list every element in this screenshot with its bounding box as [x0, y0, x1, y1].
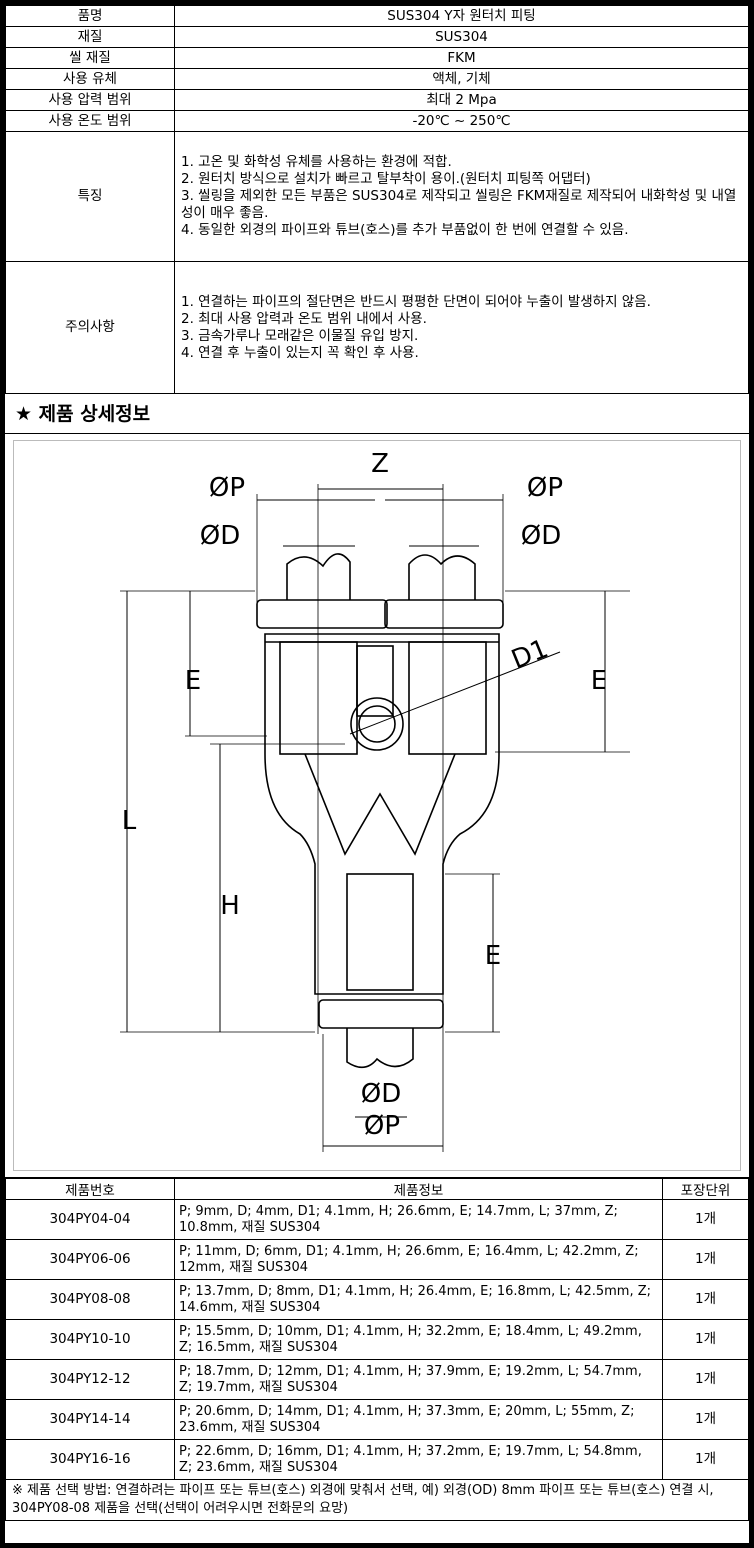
table-row: 304PY16-16 P; 22.6mm, D; 16mm, D1; 4.1mm…	[5, 1439, 749, 1480]
spec-value: FKM	[174, 47, 749, 69]
spec-row-pressure: 사용 압력 범위 최대 2 Mpa	[5, 89, 749, 111]
dim-e-bottom-label: E	[485, 941, 501, 971]
bottom-tube-stub	[346, 1028, 414, 1069]
dim-h-label: H	[220, 891, 240, 921]
dim-d1-label: D1	[507, 634, 552, 676]
table-row: 304PY06-06 P; 11mm, D; 6mm, D1; 4.1mm, H…	[5, 1239, 749, 1280]
spec-label: 주의사항	[5, 261, 175, 394]
header-code: 제품번호	[5, 1178, 175, 1200]
product-code: 304PY08-08	[5, 1279, 175, 1320]
table-row: 304PY10-10 P; 15.5mm, D; 10mm, D1; 4.1mm…	[5, 1319, 749, 1360]
center-hole	[350, 697, 404, 751]
spec-row-features: 특징 1. 고온 및 화학성 유체를 사용하는 환경에 적합. 2. 원터치 방…	[5, 131, 749, 262]
product-info: P; 13.7mm, D; 8mm, D1; 4.1mm, H; 26.4mm,…	[174, 1279, 663, 1320]
product-unit: 1개	[662, 1399, 749, 1440]
product-unit: 1개	[662, 1439, 749, 1480]
product-code: 304PY16-16	[5, 1439, 175, 1480]
product-info: P; 11mm, D; 6mm, D1; 4.1mm, H; 26.6mm, E…	[174, 1239, 663, 1280]
dimension-diagram: Z ØP ØP ØD ØD E E L H E D1 ØD ØP	[5, 434, 749, 1178]
spec-label: 사용 유체	[5, 68, 175, 90]
spec-value: SUS304	[174, 26, 749, 48]
spec-value: -20℃ ~ 250℃	[174, 110, 749, 132]
spec-value: SUS304 Y자 원터치 피팅	[174, 5, 749, 27]
dim-d-right-label: ØD	[521, 521, 562, 551]
spec-row-temperature: 사용 온도 범위 -20℃ ~ 250℃	[5, 110, 749, 132]
product-table-header: 제품번호 제품정보 포장단위	[5, 1178, 749, 1200]
dim-p-right-label: ØP	[527, 473, 563, 503]
spec-value: 액체, 기체	[174, 68, 749, 90]
spec-label: 재질	[5, 26, 175, 48]
y-fitting-drawing: Z ØP ØP ØD ØD E E L H E D1 ØD ØP	[120, 449, 630, 1152]
feature-item: 2. 원터치 방식으로 설치가 빠르고 탈부착이 용이.(원터치 피팅쪽 어댑터…	[181, 171, 591, 187]
spec-label: 씰 재질	[5, 47, 175, 69]
table-row: 304PY08-08 P; 13.7mm, D; 8mm, D1; 4.1mm,…	[5, 1279, 749, 1320]
right-port-nut	[384, 599, 504, 629]
product-info: P; 18.7mm, D; 12mm, D1; 4.1mm, H; 37.9mm…	[174, 1359, 663, 1400]
feature-item: 4. 동일한 외경의 파이프와 튜브(호스)를 추가 부품없이 한 번에 연결할…	[181, 222, 629, 238]
dim-p-bottom-label: ØP	[364, 1111, 400, 1141]
diagram-frame	[13, 440, 741, 1171]
spec-row-material: 재질 SUS304	[5, 26, 749, 48]
product-code: 304PY14-14	[5, 1399, 175, 1440]
spec-value: 최대 2 Mpa	[174, 89, 749, 111]
product-code: 304PY10-10	[5, 1319, 175, 1360]
detail-title: ★ 제품 상세정보	[5, 394, 749, 434]
product-info: P; 20.6mm, D; 14mm, D1; 4.1mm, H; 37.3mm…	[174, 1399, 663, 1440]
product-unit: 1개	[662, 1199, 749, 1240]
product-page: 품명 SUS304 Y자 원터치 피팅 재질 SUS304 씰 재질 FKM 사…	[3, 3, 751, 1545]
bottom-bore	[346, 873, 414, 991]
product-unit: 1개	[662, 1359, 749, 1400]
feature-item: 1. 고온 및 화학성 유체를 사용하는 환경에 적합.	[181, 154, 452, 170]
left-tube-stub	[286, 553, 351, 600]
header-unit: 포장단위	[662, 1178, 749, 1200]
product-code: 304PY04-04	[5, 1199, 175, 1240]
caution-item: 1. 연결하는 파이프의 절단면은 반드시 평평한 단면이 되어야 누출이 발생…	[181, 293, 651, 310]
spec-label: 품명	[5, 5, 175, 27]
table-row: 304PY12-12 P; 18.7mm, D; 12mm, D1; 4.1mm…	[5, 1359, 749, 1400]
product-unit: 1개	[662, 1239, 749, 1280]
spec-label: 특징	[5, 131, 175, 262]
cautions-list: 1. 연결하는 파이프의 절단면은 반드시 평평한 단면이 되어야 누출이 발생…	[174, 261, 749, 394]
product-info: P; 22.6mm, D; 16mm, D1; 4.1mm, H; 37.2mm…	[174, 1439, 663, 1480]
dim-e-left-label: E	[185, 666, 201, 696]
product-unit: 1개	[662, 1279, 749, 1320]
dim-d-left-label: ØD	[200, 521, 241, 551]
spec-table: 품명 SUS304 Y자 원터치 피팅 재질 SUS304 씰 재질 FKM 사…	[5, 5, 749, 394]
spec-row-name: 품명 SUS304 Y자 원터치 피팅	[5, 5, 749, 27]
spec-row-fluid: 사용 유체 액체, 기체	[5, 68, 749, 90]
product-code: 304PY06-06	[5, 1239, 175, 1280]
table-row: 304PY04-04 P; 9mm, D; 4mm, D1; 4.1mm, H;…	[5, 1199, 749, 1240]
spec-row-cautions: 주의사항 1. 연결하는 파이프의 절단면은 반드시 평평한 단면이 되어야 누…	[5, 261, 749, 394]
caution-item: 4. 연결 후 누출이 있는지 꼭 확인 후 사용.	[181, 344, 419, 361]
spec-label: 사용 압력 범위	[5, 89, 175, 111]
dim-p-left-label: ØP	[209, 473, 245, 503]
dim-l-label: L	[122, 806, 137, 836]
header-info: 제품정보	[174, 1178, 663, 1200]
right-tube-stub	[408, 554, 476, 600]
right-bore	[408, 641, 487, 755]
product-table: 제품번호 제품정보 포장단위 304PY04-04 P; 9mm, D; 4mm…	[5, 1178, 749, 1480]
selection-note: ※ 제품 선택 방법: 연결하려는 파이프 또는 튜브(호스) 외경에 맞춰서 …	[5, 1480, 749, 1521]
dim-e-right-label: E	[591, 666, 607, 696]
spec-label: 사용 온도 범위	[5, 110, 175, 132]
dim-d-bottom-label: ØD	[361, 1079, 402, 1109]
caution-item: 2. 최대 사용 압력과 온도 범위 내에서 사용.	[181, 310, 427, 327]
table-row: 304PY14-14 P; 20.6mm, D; 14mm, D1; 4.1mm…	[5, 1399, 749, 1440]
product-info: P; 9mm, D; 4mm, D1; 4.1mm, H; 26.6mm, E;…	[174, 1199, 663, 1240]
bottom-port-nut	[318, 999, 444, 1029]
caution-item: 3. 금속가루나 모래같은 이물질 유입 방지.	[181, 327, 419, 344]
product-unit: 1개	[662, 1319, 749, 1360]
center-divider	[356, 645, 394, 717]
product-code: 304PY12-12	[5, 1359, 175, 1400]
fitting-body	[264, 633, 500, 995]
dim-z-label: Z	[371, 449, 389, 479]
spec-row-seal: 씰 재질 FKM	[5, 47, 749, 69]
left-port-nut	[256, 599, 388, 629]
features-list: 1. 고온 및 화학성 유체를 사용하는 환경에 적합. 2. 원터치 방식으로…	[174, 131, 749, 262]
left-bore	[279, 641, 358, 755]
feature-item: 3. 씰링을 제외한 모든 부품은 SUS304로 제작되고 씰링은 FKM재질…	[181, 188, 737, 221]
product-info: P; 15.5mm, D; 10mm, D1; 4.1mm, H; 32.2mm…	[174, 1319, 663, 1360]
